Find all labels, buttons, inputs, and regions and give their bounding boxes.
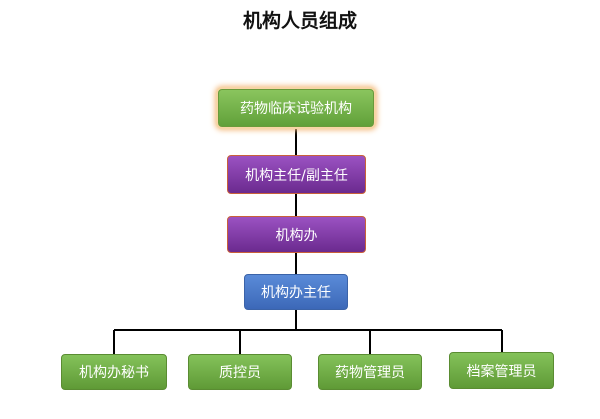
node-secretary: 机构办秘书 — [61, 354, 167, 390]
node-office: 机构办 — [227, 216, 366, 253]
node-root-label: 药物临床试验机构 — [240, 101, 352, 117]
node-director-label: 机构主任/副主任 — [245, 167, 348, 184]
node-qc: 质控员 — [188, 354, 292, 390]
node-archive-admin: 档案管理员 — [449, 352, 554, 389]
node-qc-label: 质控员 — [219, 365, 261, 381]
node-drug-admin-label: 药物管理员 — [335, 365, 405, 381]
node-archive-admin-label: 档案管理员 — [466, 363, 537, 380]
node-secretary-label: 机构办秘书 — [79, 365, 149, 381]
node-office-director-label: 机构办主任 — [261, 285, 331, 301]
node-root: 药物临床试验机构 — [218, 89, 374, 127]
node-director: 机构主任/副主任 — [227, 155, 366, 194]
diagram-title: 机构人员组成 — [242, 10, 357, 32]
node-office-director: 机构办主任 — [244, 274, 348, 310]
node-drug-admin: 药物管理员 — [318, 354, 422, 390]
node-office-label: 机构办 — [275, 227, 318, 244]
